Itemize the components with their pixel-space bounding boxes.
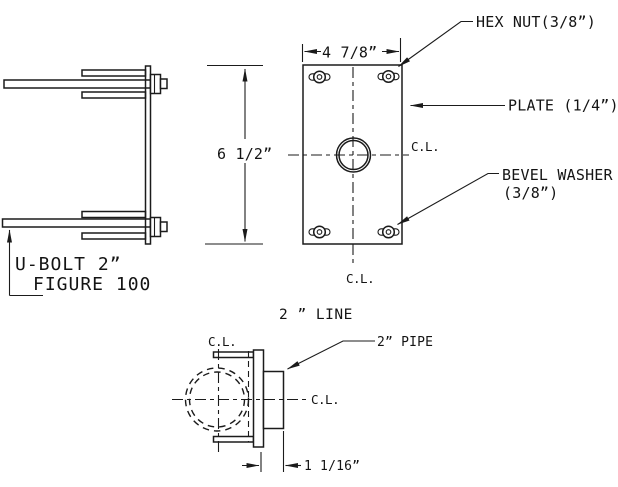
u-bolt-label: U-BOLT 2” <box>15 254 122 275</box>
plate-edge <box>144 65 152 245</box>
figure-label: FIGURE 100 <box>33 274 151 295</box>
callouts: HEX NUT(3/8”) PLATE (1/4”) BEVEL WASHER … <box>397 13 618 225</box>
height-dim-text: 6 1/2” <box>217 145 272 163</box>
centerline-label-mid: C.L. <box>311 392 339 407</box>
hex-nut-side-bottom <box>149 216 162 238</box>
ubolt-leg-bottom-plan <box>212 435 255 443</box>
ubolt-bottom-rod <box>1 218 152 228</box>
height-dimension: 6 1/2” <box>205 64 272 245</box>
plate-edge-plan <box>252 349 265 448</box>
bolt-center <box>316 229 323 235</box>
nut-outline <box>312 225 327 239</box>
bolt-hole-bottom-left <box>308 225 331 239</box>
bolt-center <box>385 73 392 80</box>
bolt-hole-bottom-right <box>377 225 400 239</box>
ubolt-bottom-lower-leg <box>81 232 147 240</box>
width-dim-text: 4 7/8” <box>322 44 377 62</box>
bevel-washer-label-line2: (3/8”) <box>503 184 558 202</box>
bolt-hole-top-left <box>308 70 331 84</box>
bottom-view-title: 2 ” LINE <box>279 307 353 323</box>
nut-outline <box>312 70 327 84</box>
hex-nut-side-top <box>149 73 162 95</box>
stub-dim-text: 1 1/16” <box>304 459 360 474</box>
bolt-hole-top-right <box>377 69 400 84</box>
bevel-washer-leader <box>397 172 499 225</box>
hex-nut-label: HEX NUT(3/8”) <box>476 13 596 31</box>
nut-outline <box>381 69 396 84</box>
bolt-stub-bottom <box>159 221 168 233</box>
plate-label: PLATE (1/4”) <box>508 97 618 115</box>
side-view: U-BOLT 2” FIGURE 100 <box>1 65 168 297</box>
pipe-leader <box>287 340 375 370</box>
ubolt-leg-top-plan <box>212 351 255 359</box>
bolt-stub-top <box>159 78 168 90</box>
bolt-center <box>316 74 323 80</box>
bolt-center <box>385 229 392 235</box>
pipe-circle-outer <box>184 367 250 432</box>
width-dimension: 4 7/8” <box>301 38 402 62</box>
pipe-label: 2” PIPE <box>377 335 433 350</box>
centerline-label-right: C.L. <box>411 139 439 154</box>
plate-front-view: C.L. C.L. <box>288 64 440 286</box>
ubolt-top-lower-leg <box>81 91 147 99</box>
ubolt-bottom-upper-leg <box>81 210 147 219</box>
centerline-label-top: C.L. <box>208 334 236 349</box>
centerline-label-bottom: C.L. <box>346 271 374 286</box>
bevel-washer-label-line1: BEVEL WASHER <box>502 166 614 184</box>
bottom-section-view: 2 ” LINE C.L. C.L. 2” PIPE 1 1/16” <box>172 307 433 474</box>
nut-outline <box>381 225 396 239</box>
ubolt-top-rod <box>3 79 152 89</box>
hex-nut-leader <box>398 20 473 67</box>
ubolt-top-upper-leg <box>81 69 147 77</box>
